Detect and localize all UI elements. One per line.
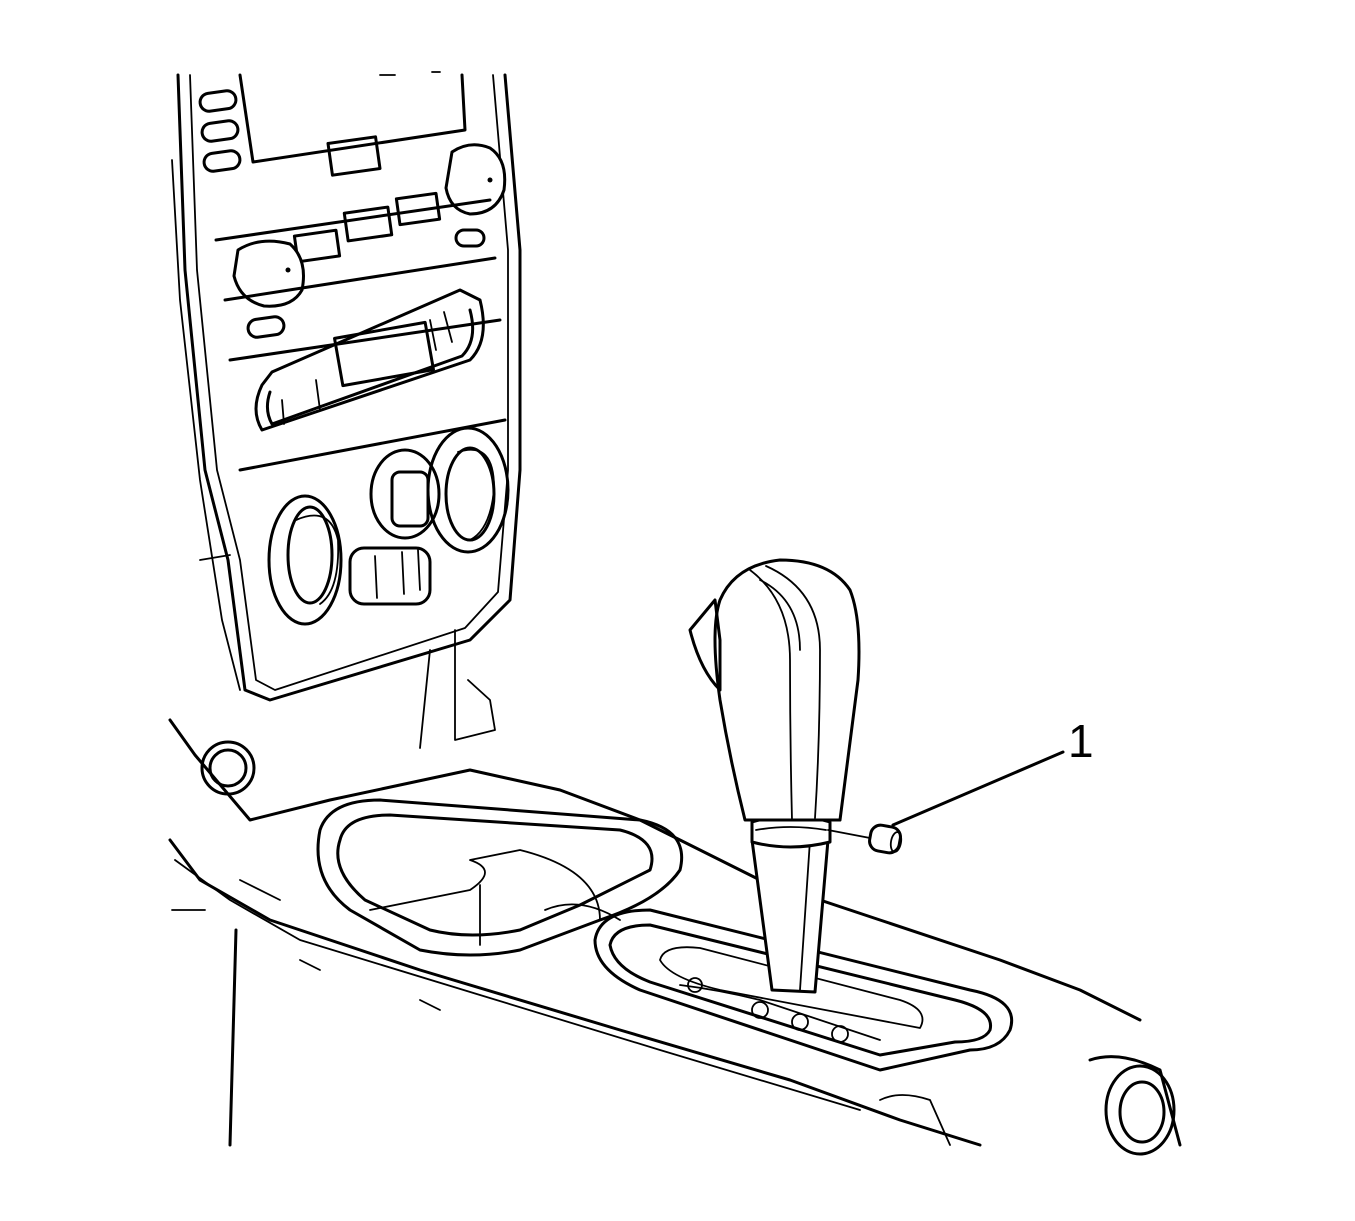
callout-leader-line xyxy=(891,750,1065,827)
stack-support xyxy=(419,629,496,749)
callout-label: 1 xyxy=(1068,715,1094,767)
shift-knob xyxy=(688,558,861,994)
callout-1: 1 xyxy=(891,715,1094,827)
center-stack-panel xyxy=(171,71,522,702)
floor-console xyxy=(168,718,1182,1156)
shift-knob-set-screw xyxy=(827,823,903,855)
